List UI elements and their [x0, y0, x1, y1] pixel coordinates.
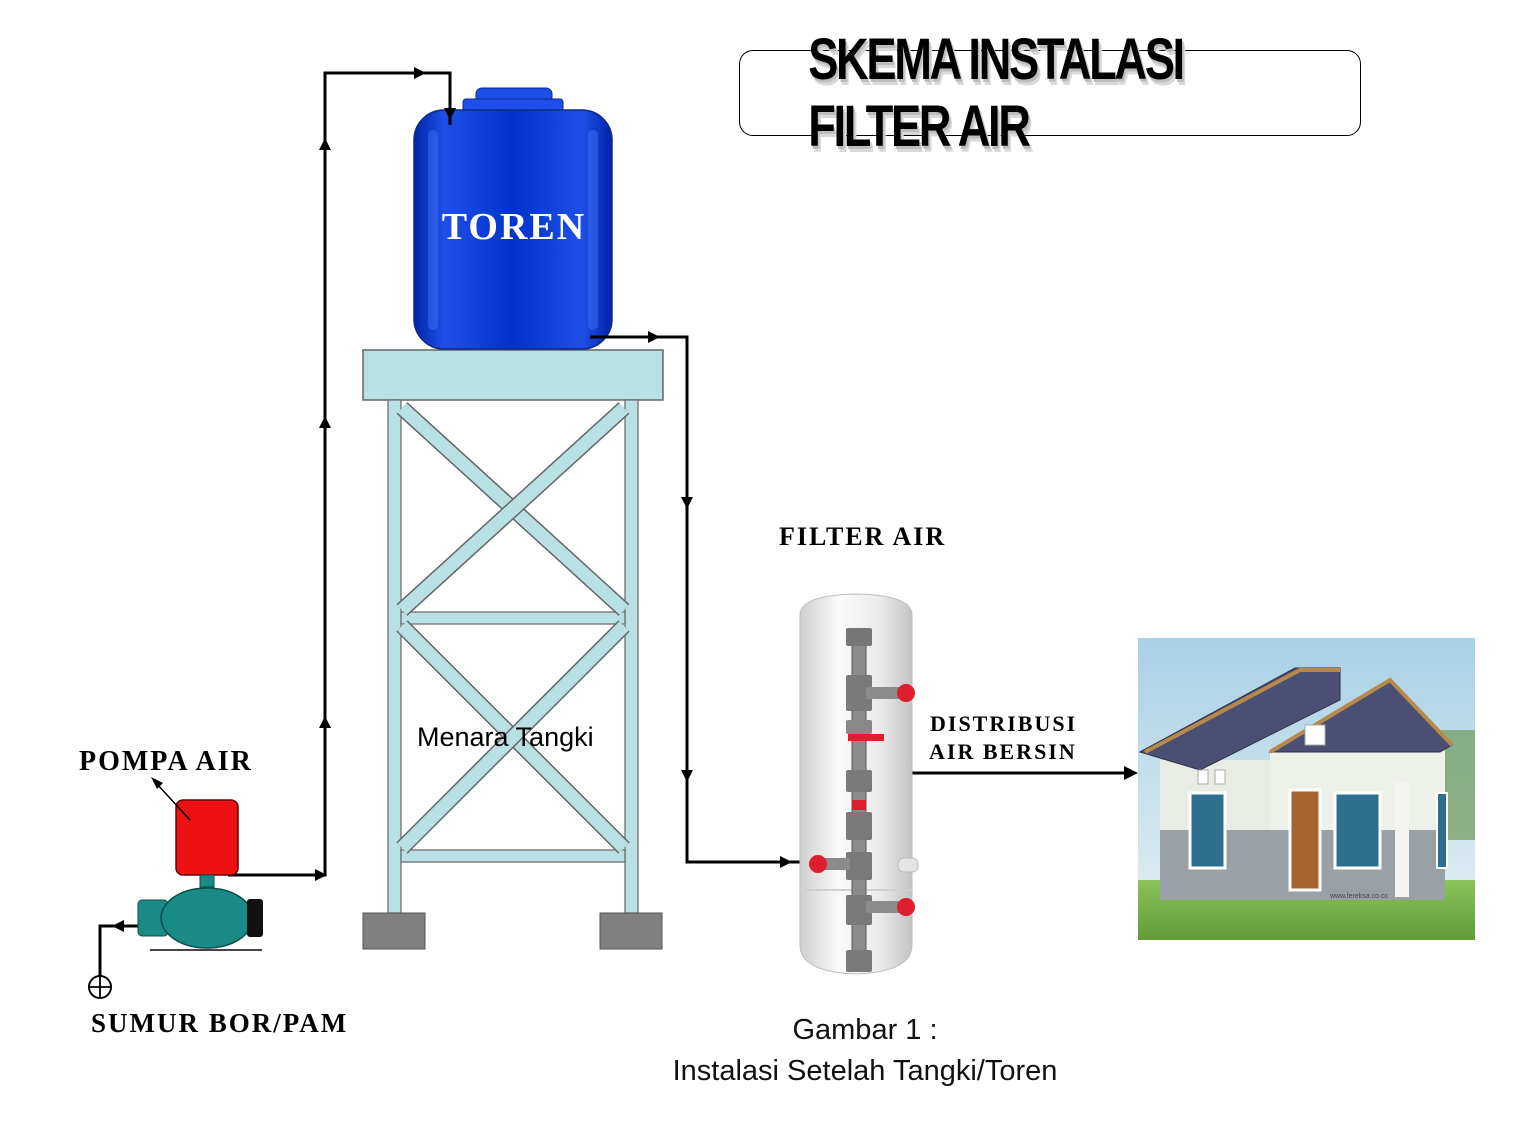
sumur-label: SUMUR BOR/PAM: [91, 1008, 349, 1038]
flow-arrows: [112, 67, 1138, 932]
distribusi-label-line2: AIR BERSIN: [929, 739, 1077, 764]
arrow-up-icon: [319, 416, 331, 428]
arrow-down-icon: [681, 770, 693, 782]
caption-line2: Instalasi Setelah Tangki/Toren: [672, 1055, 1058, 1087]
tower-crossbar-bottom: [400, 849, 626, 863]
arrow-up-icon: [319, 716, 331, 728]
tower-crossbar-middle: [400, 611, 626, 625]
pump-body: [160, 887, 254, 949]
pump-motor: [175, 799, 239, 876]
menara-tangki-label: Menara Tangki: [417, 722, 594, 752]
arrow-up-icon: [319, 138, 331, 150]
valve-icon: [809, 855, 827, 873]
arrow-right-icon: [780, 856, 792, 868]
toren-label: TOREN: [441, 206, 587, 248]
pump: [137, 777, 263, 951]
distribusi-label-line1: DISTRIBUSI: [930, 711, 1078, 736]
filter-air-label: FILTER AIR: [779, 522, 947, 551]
tower-platform: [362, 349, 664, 401]
tower-leg-right: [624, 399, 639, 914]
arrow-right-icon: [414, 67, 426, 79]
caption-line1: Gambar 1 :: [792, 1014, 938, 1046]
well-symbol-icon: [88, 975, 112, 999]
house-watermark: www.fereksa.co.cc: [1330, 893, 1388, 900]
title-box: SKEMA INSTALASI FILTER AIR: [739, 27, 1361, 159]
arrow-left-icon: [112, 920, 124, 932]
toren-tank: [413, 87, 613, 350]
tower-brace: [397, 403, 629, 615]
valve-icon: [852, 800, 866, 810]
arrow-right-icon: [648, 331, 660, 343]
diagram-title: SKEMA INSTALASI FILTER AIR: [808, 27, 1185, 159]
tower-foot-right: [599, 912, 663, 950]
valve-icon: [897, 684, 915, 702]
water-filter: [799, 593, 919, 975]
pompa-air-label: POMPA AIR: [79, 746, 253, 777]
arrow-down-icon: [681, 497, 693, 509]
tower-brace: [397, 621, 629, 853]
valve-icon: [848, 734, 884, 741]
pipe-well-intake: [98, 924, 142, 978]
arrow-right-icon: [1124, 766, 1138, 780]
arrow-right-icon: [315, 869, 327, 881]
pipe-tank-to-filter: [590, 335, 800, 864]
arrow-down-icon: [444, 108, 456, 120]
tower-leg-left: [387, 399, 402, 914]
water-tower: [362, 349, 664, 950]
pipe-pump-to-tank: [228, 71, 452, 877]
pipes: [98, 71, 1130, 978]
figure-caption: Gambar 1 : Instalasi Setelah Tangki/Tore…: [600, 1010, 1130, 1092]
tower-foot-left: [362, 912, 426, 950]
valve-icon: [897, 898, 915, 916]
house-illustration: [1138, 638, 1475, 940]
